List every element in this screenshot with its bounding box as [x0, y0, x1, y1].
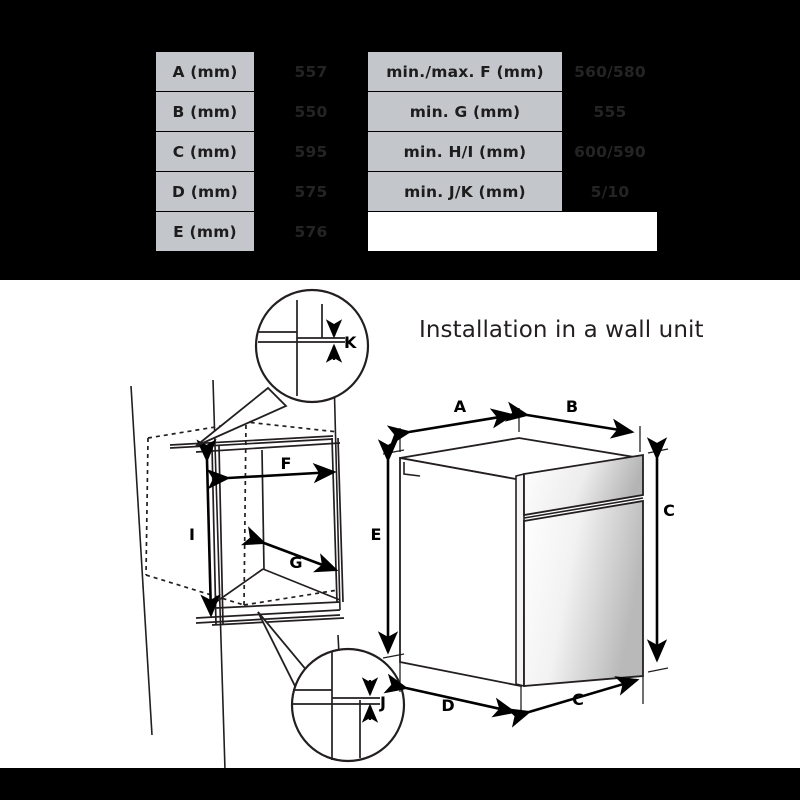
dimension-e: E [371, 439, 399, 655]
cabinet-assembly: F G I [130, 375, 345, 768]
dimension-k: K [325, 319, 357, 363]
table-cell-label-a: A (mm) [155, 51, 255, 92]
dimension-label-c-right: C [663, 501, 675, 520]
callout-j: J [257, 611, 406, 763]
dimension-label-i: I [189, 525, 195, 544]
dimension-c-right: C [646, 437, 675, 663]
dimension-label-b: B [566, 397, 578, 416]
cabinet-bottom-shelf [195, 568, 345, 626]
table-cell-value-e: 576 [254, 211, 368, 252]
table-cell-label-c: C (mm) [155, 131, 255, 172]
table-cell-value-c: 595 [254, 131, 368, 172]
table-cell-label-hi: min. H/I (mm) [367, 131, 563, 172]
dimension-i: I [189, 438, 221, 618]
table-cell-value-hi: 600/590 [562, 131, 658, 172]
table-cell-value-g: 555 [562, 91, 658, 132]
table-row: C (mm) 595 min. H/I (mm) 600/590 [155, 131, 658, 172]
dimension-f: F [206, 454, 337, 490]
table-row: D (mm) 575 min. J/K (mm) 5/10 [155, 171, 658, 212]
table-row: E (mm) 576 [155, 211, 658, 252]
dimension-table: A (mm) 557 min./max. F (mm) 560/580 B (m… [155, 51, 658, 252]
dimension-g: G [240, 526, 339, 573]
table-cell-label-f: min./max. F (mm) [367, 51, 563, 92]
table-cell-empty [367, 211, 658, 252]
cabinet-shelves [169, 435, 341, 453]
dimension-c-bottom: C [506, 676, 640, 728]
dimension-label-a: A [454, 397, 467, 416]
oven-rear-bracket [403, 462, 421, 477]
table-cell-label-jk: min. J/K (mm) [367, 171, 563, 212]
dimension-label-e: E [371, 525, 382, 544]
dimension-b: B [504, 397, 635, 439]
table-row: B (mm) 550 min. G (mm) 555 [155, 91, 658, 132]
dimension-d: D [383, 673, 517, 718]
table-cell-value-d: 575 [254, 171, 368, 212]
diagram-title: Installation in a wall unit [419, 317, 704, 343]
dimension-label-g: G [289, 553, 302, 572]
oven-assembly: A B E C [371, 397, 675, 728]
cabinet-interior-walls [211, 437, 344, 626]
dimension-label-j: J [379, 693, 386, 712]
table-cell-value-b: 550 [254, 91, 368, 132]
dimension-j: J [361, 677, 386, 723]
table-cell-label-d: D (mm) [155, 171, 255, 212]
dimension-label-d: D [441, 696, 454, 715]
table-cell-label-g: min. G (mm) [367, 91, 563, 132]
table-cell-value-a: 557 [254, 51, 368, 92]
dimension-a: A [386, 397, 515, 446]
table-row: A (mm) 557 min./max. F (mm) 560/580 [155, 51, 658, 92]
installation-diagram: F G I [0, 280, 800, 768]
dimension-label-f: F [281, 454, 292, 473]
callout-k: K [195, 288, 370, 447]
table-cell-label-e: E (mm) [155, 211, 255, 252]
table-cell-value-jk: 5/10 [562, 171, 658, 212]
table-cell-label-b: B (mm) [155, 91, 255, 132]
oven-door [515, 453, 644, 688]
dimension-label-k: K [344, 333, 357, 352]
dimension-label-c-bottom: C [572, 690, 584, 709]
table-cell-value-f: 560/580 [562, 51, 658, 92]
